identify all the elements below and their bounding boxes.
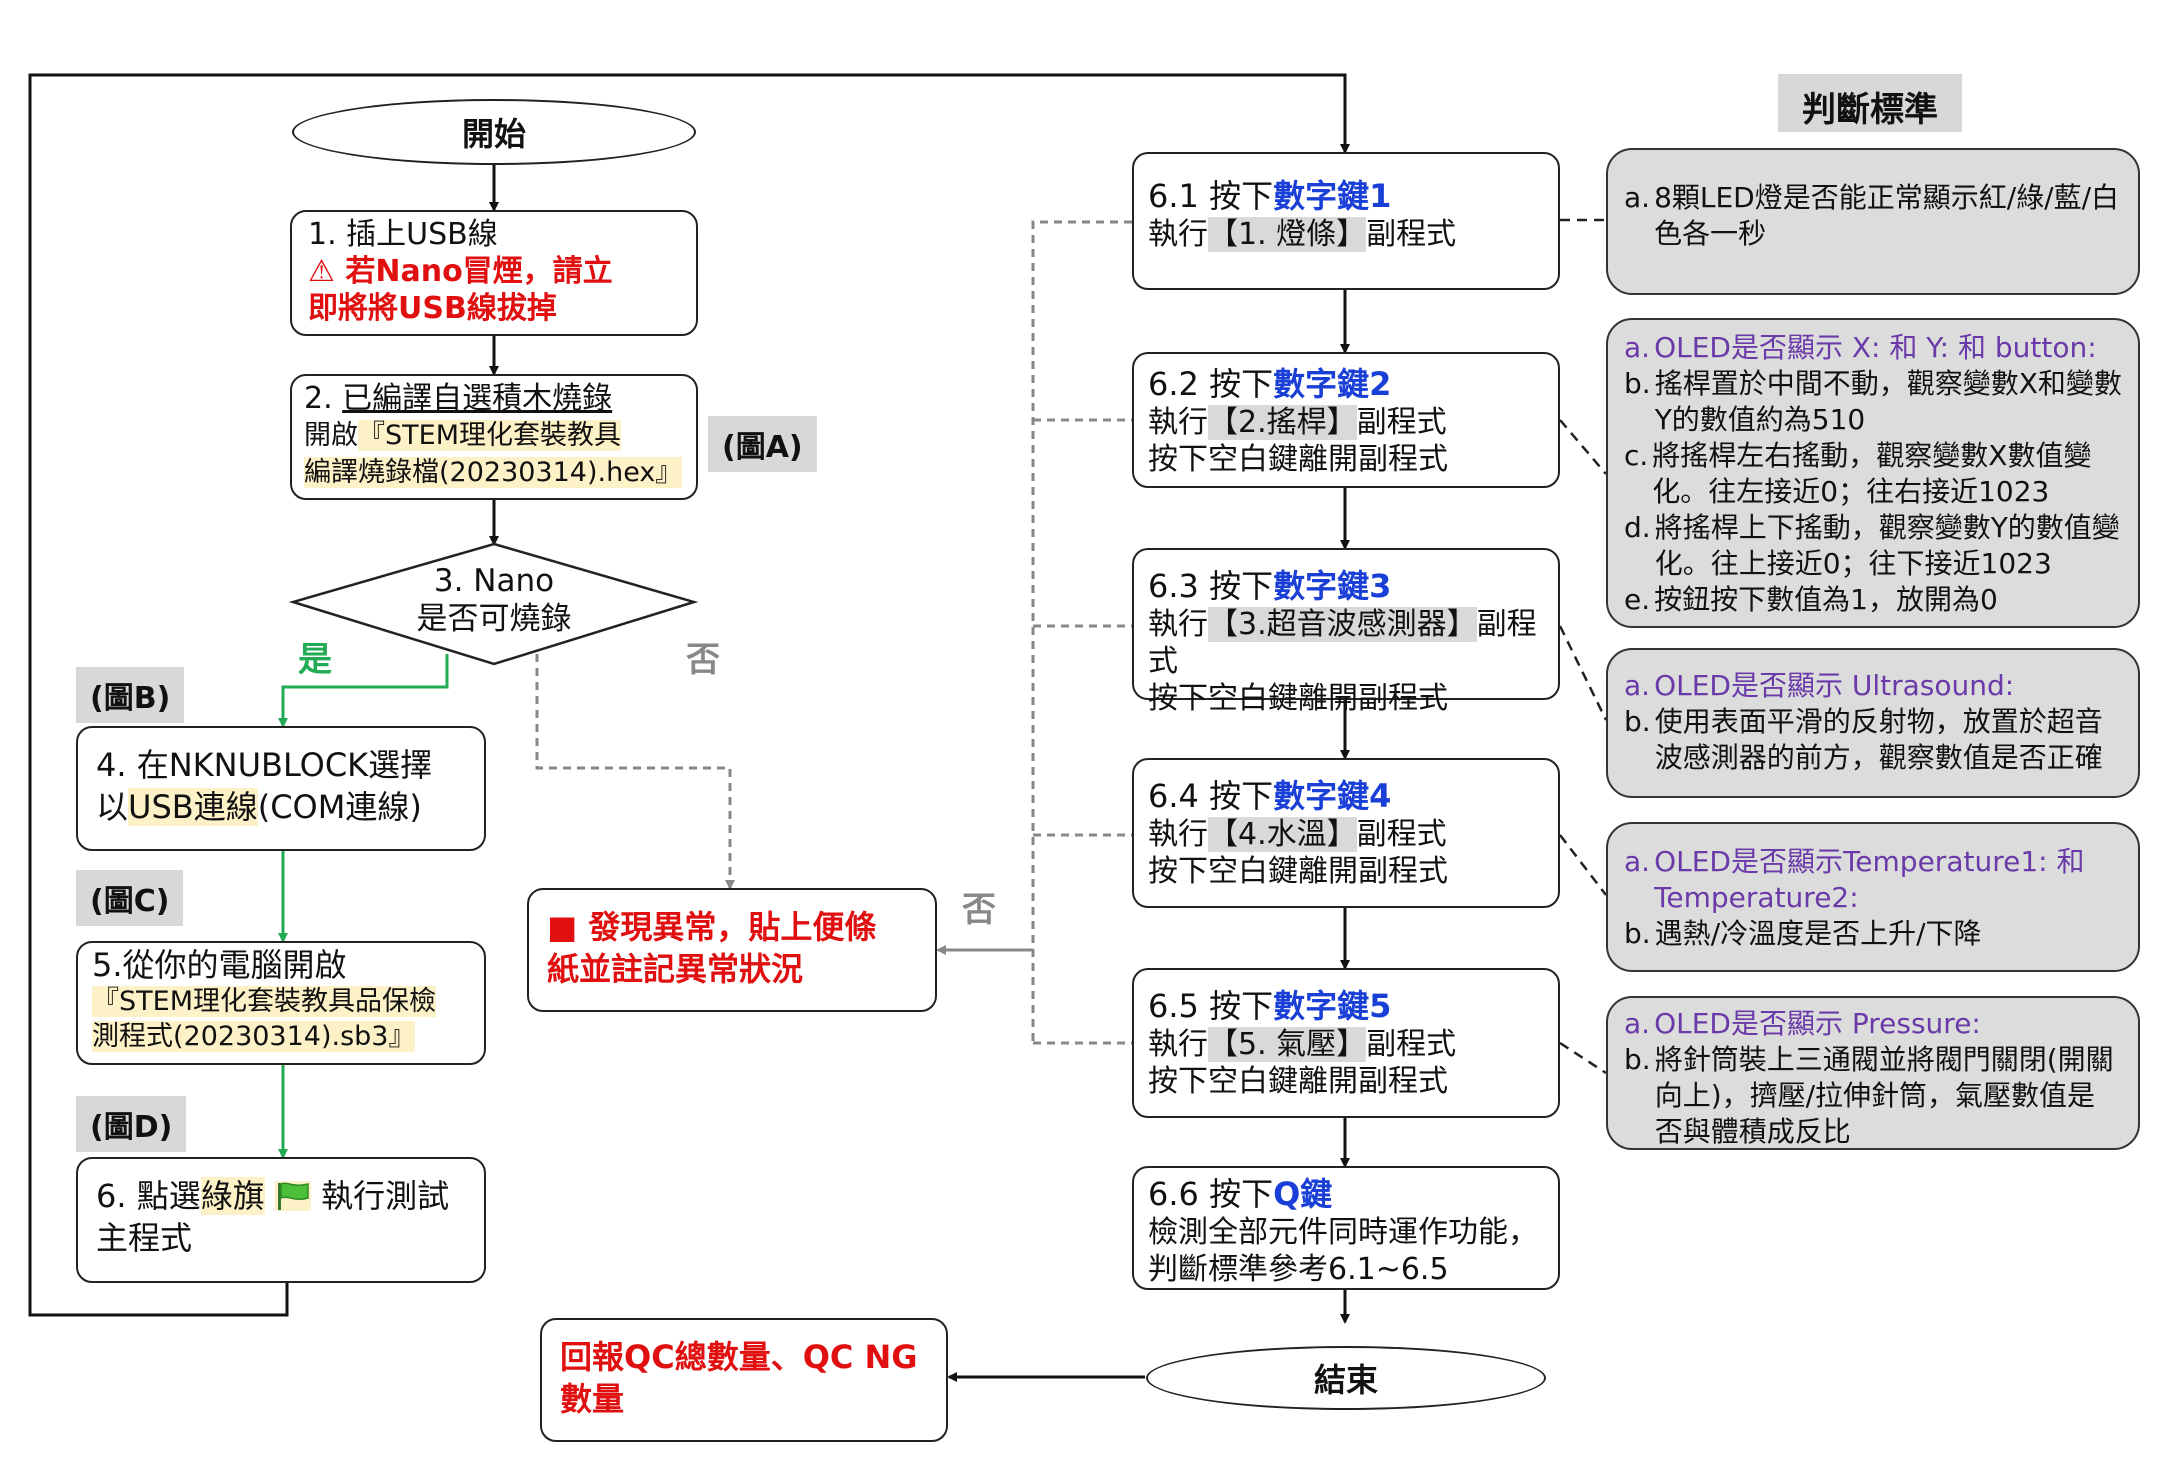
step-6-run-main: 6. 點選綠旗 執行測試 主程式 bbox=[76, 1157, 486, 1283]
step-2-file-line1: 『STEM理化套裝教具 bbox=[358, 420, 621, 451]
criteria-title: 判斷標準 bbox=[1778, 74, 1962, 132]
fig-tag-b: (圖B) bbox=[76, 667, 185, 723]
step-2-label: 已編譯自選積木燒錄 bbox=[342, 381, 613, 416]
step-1-plug-usb: 1. 插上USB線 ⚠ 若Nano冒煙，請立 即將將USB線拔掉 bbox=[290, 210, 698, 336]
yes-label: 是 bbox=[298, 640, 332, 680]
criteria-6-4: a.OLED是否顯示Temperature1: 和 Temperature2: … bbox=[1606, 822, 2140, 972]
step-5-open-program: 5.從你的電腦開啟 『STEM理化套裝教具品保檢 測程式(20230314).s… bbox=[76, 941, 486, 1065]
step-3-decision-text: 3. Nano 是否可燒錄 bbox=[416, 563, 572, 637]
fig-tag-d: (圖D) bbox=[76, 1096, 187, 1152]
step-1-warning-line2: 即將將USB線拔掉 bbox=[308, 291, 557, 326]
sub-step-6-3: 6.3 按下數字鍵3 執行【3.超音波感測器】副程式 按下空白鍵離開副程式 bbox=[1132, 548, 1560, 716]
criteria-6-1: a.8顆LED燈是否能正常顯示紅/綠/藍/白色各一秒 bbox=[1606, 148, 2140, 295]
criteria-6-3: a.OLED是否顯示 Ultrasound: b.使用表面平滑的反射物，放置於超… bbox=[1606, 648, 2140, 798]
abnormal-box: ■ 發現異常，貼上便條 紙並註記異常狀況 bbox=[527, 888, 937, 1012]
no-label: 否 bbox=[686, 640, 720, 680]
red-square-icon: ■ bbox=[547, 908, 578, 946]
end-terminal: 結束 bbox=[1146, 1346, 1546, 1410]
criteria-6-2: a.OLED是否顯示 X: 和 Y: 和 button: b.搖桿置於中間不動，… bbox=[1606, 318, 2140, 628]
fig-tag-c: (圖C) bbox=[76, 870, 184, 926]
step-1-warning-line1: 若Nano冒煙，請立 bbox=[345, 254, 613, 289]
start-terminal: 開始 bbox=[292, 99, 696, 165]
no-label-2: 否 bbox=[962, 890, 996, 930]
criteria-6-5: a.OLED是否顯示 Pressure: b.將針筒裝上三通閥並將閥門關閉(開關… bbox=[1606, 996, 2140, 1150]
sub-step-6-4: 6.4 按下數字鍵4 執行【4.水溫】副程式 按下空白鍵離開副程式 bbox=[1132, 758, 1560, 908]
warning-icon: ⚠ bbox=[308, 254, 335, 289]
step-2-file-line2: 編譯燒錄檔(20230314).hex』 bbox=[304, 457, 683, 488]
step-4-select-usb: 4. 在NKNUBLOCK選擇 以USB連線(COM連線) bbox=[76, 726, 486, 851]
green-flag-icon bbox=[274, 1181, 311, 1211]
sub-step-6-6: 6.6 按下Q鍵 檢測全部元件同時運作功能， 判斷標準參考6.1~6.5 bbox=[1132, 1166, 1560, 1290]
sub-step-6-5: 6.5 按下數字鍵5 執行【5. 氣壓】副程式 按下空白鍵離開副程式 bbox=[1132, 968, 1560, 1118]
decision-diamond bbox=[288, 542, 699, 666]
step-2-burn: 2. 已編譯自選積木燒錄 開啟『STEM理化套裝教具 編譯燒錄檔(2023031… bbox=[290, 374, 698, 500]
sub-step-6-2: 6.2 按下數字鍵2 執行【2.搖桿】副程式 按下空白鍵離開副程式 bbox=[1132, 352, 1560, 488]
fig-tag-a: (圖A) bbox=[708, 416, 817, 472]
report-box: 回報QC總數量、QC NG 數量 bbox=[540, 1318, 948, 1442]
sub-step-6-1: 6.1 按下數字鍵1 執行【1. 燈條】副程式 bbox=[1132, 152, 1560, 290]
step-1-label: 1. 插上USB線 bbox=[308, 217, 498, 252]
